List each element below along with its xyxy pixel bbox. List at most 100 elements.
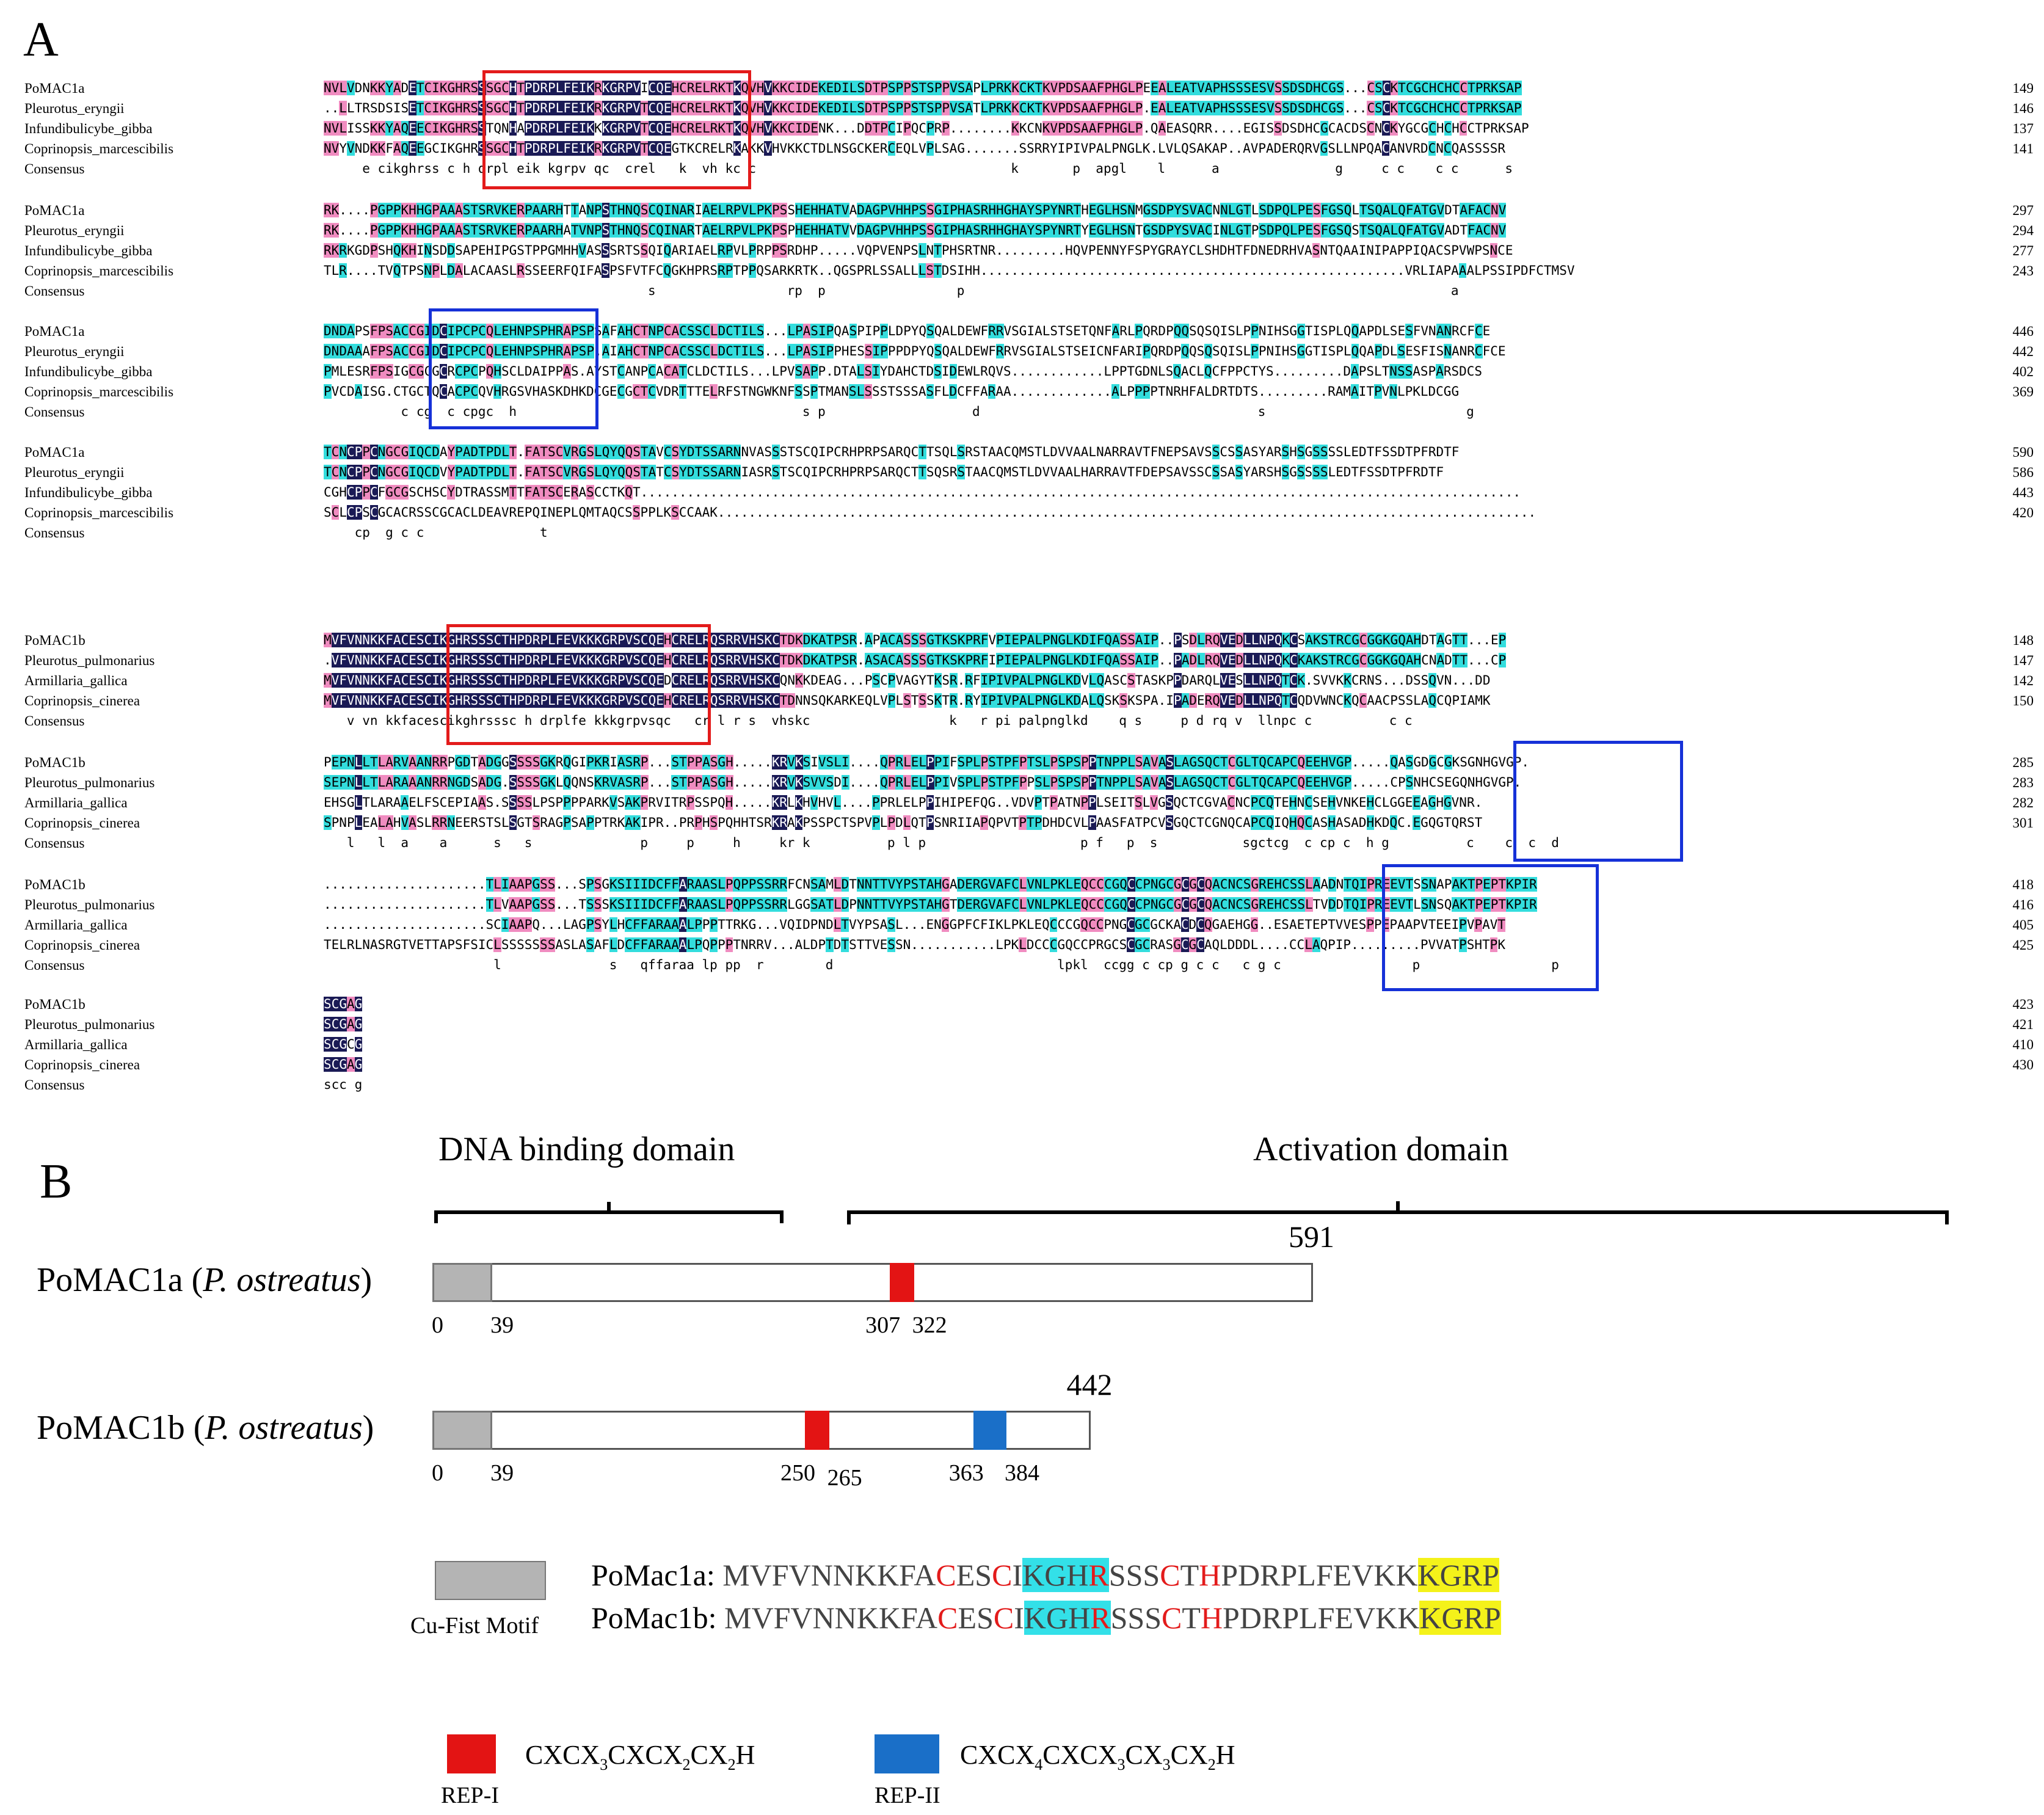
motif-residue-group: T xyxy=(1182,1601,1201,1635)
motif-residue-group: ES xyxy=(958,1601,994,1635)
sequence-end-position: 294 xyxy=(2012,223,2034,238)
sequence-end-position: 443 xyxy=(2012,485,2034,500)
sequence-row: RKRKGDPSHQKHINSDDSAPEHIPGSTPPGMHHVASSSRT… xyxy=(324,243,1513,258)
sequence-name: Coprinopsis_cinerea xyxy=(24,693,140,708)
sequence-row: DNDAPSFPSACCGIDCIPCPCQLEHNPSPHRAPSPSAFAH… xyxy=(324,324,1491,338)
motif-residue-group: SSS xyxy=(1108,1558,1160,1592)
sequence-row: SEPNLLTLARAAANRRNGDSADG.SSSSGKLQQNSKRVAS… xyxy=(324,775,1522,790)
sequence-name: Pleurotus_eryngii xyxy=(24,344,125,359)
protein-label: PoMAC1a (P. ostreatus) xyxy=(37,1261,373,1299)
cu-fist-segment xyxy=(432,1411,493,1450)
sequence-rows: PEPNLLTLARVAANRRPGDTADGGSSSSGKRQGIPKRIAS… xyxy=(324,752,1559,853)
sequence-name: Consensus xyxy=(24,525,85,540)
sequence-name: PoMAC1b xyxy=(24,633,85,648)
sequence-row: .....................TLIAAPGSS...SPSGKSI… xyxy=(324,877,1537,892)
sequence-name: Infundibulicybe_gibba xyxy=(24,485,153,500)
sequence-row: TLR....TVQTPSNPLDALACAASLRSSEERFQIFASPSF… xyxy=(324,263,1575,278)
sequence-name: Coprinopsis_marcescibilis xyxy=(24,384,174,399)
rep-ii-label: REP-II xyxy=(875,1783,940,1808)
sequence-name: PoMAC1a xyxy=(24,445,85,460)
sequence-end-position: 416 xyxy=(2012,897,2034,912)
sequence-name: Pleurotus_pulmonarius xyxy=(24,775,155,790)
cu-fist-segment xyxy=(432,1263,493,1302)
sequence-end-position: 148 xyxy=(2012,633,2034,648)
motif-sequence-name: PoMac1a: xyxy=(591,1558,723,1592)
sequence-name: Infundibulicybe_gibba xyxy=(24,121,153,136)
consensus-row: l s qffaraa lp pp r d lpkl ccgg c cp g c… xyxy=(324,958,1559,972)
sequence-name: Armillaria_gallica xyxy=(24,917,128,933)
sequence-row: EHSGLTLARAAELFSCEPIAAS.SSSSLPSPPPPARKVSA… xyxy=(324,795,1483,810)
sequence-row: TCNCPPCNGCGIQCDVYPADTPDLT.FATSCVRGSLQYQQ… xyxy=(324,465,1444,479)
sequence-name: Coprinopsis_cinerea xyxy=(24,937,140,953)
position-tick-label: 39 xyxy=(490,1312,514,1338)
sequence-end-position: 410 xyxy=(2012,1037,2034,1052)
panel-a-label: A xyxy=(23,13,59,67)
sequence-end-position: 150 xyxy=(2012,693,2034,708)
sequence-row: CGHCPPCFGCGSCHSCYDTRASSMTTFATSCERASCCTKQ… xyxy=(324,485,1521,500)
sequence-end-position: 590 xyxy=(2012,445,2034,460)
sequence-row: MVFVNNKKFACESCIKGHRSSSCTHPDRPLFEVKKKGRPV… xyxy=(324,693,1491,708)
sequence-name: Consensus xyxy=(24,161,85,176)
sequence-end-position: 146 xyxy=(2012,101,2034,116)
sequence-name: PoMAC1b xyxy=(24,755,85,770)
sequence-name: Pleurotus_pulmonarius xyxy=(24,653,155,668)
position-tick-label: 250 xyxy=(780,1460,815,1486)
motif-residue-group: ES xyxy=(956,1558,992,1592)
sequence-row: PMLESRFPSIGCGCGCRCPCPQHSCLDAIPPAS.AYSTCA… xyxy=(324,364,1483,379)
consensus-row: cp g c c t xyxy=(324,525,548,540)
sequence-name: Consensus xyxy=(24,1077,85,1093)
consensus-row: e cikghrss c h drpl eik kgrpv qc crel k … xyxy=(324,161,1513,176)
sequence-row: SCGAG xyxy=(324,1057,363,1072)
motif-residue-group: H xyxy=(1199,1558,1221,1592)
sequence-row: DNDAAAFPSACCGIDCIPCPCQLEHNPSPHRAPSP.AIAH… xyxy=(324,344,1506,358)
protein-bar xyxy=(432,1411,1091,1450)
motif-sequence-name: PoMac1b: xyxy=(591,1601,725,1635)
sequence-rows: .....................TLIAAPGSS...SPSGKSI… xyxy=(324,875,1559,975)
sequence-row: NVLISSKKYAQEECIKGHRSSTQNHAPDRPLFEIKKKGRP… xyxy=(324,121,1529,136)
sequence-name: Infundibulicybe_gibba xyxy=(24,243,153,258)
motif-residue-group: I xyxy=(1014,1601,1024,1635)
rep-i-label: REP-I xyxy=(441,1783,499,1808)
sequence-rows: MVFVNNKKFACESCIKGHRSSSCTHPDRPLFEVKKKGRPV… xyxy=(324,630,1507,731)
sequence-row: NVLVDNKKYADETCIKGHRSSSGCHTPDRPLFEIKRKGRP… xyxy=(324,81,1522,95)
sequence-name: PoMAC1b xyxy=(24,997,85,1012)
sequence-name: Infundibulicybe_gibba xyxy=(24,364,153,379)
motif-residue-group: KGRP xyxy=(1417,1558,1499,1592)
rep-ii-box-b xyxy=(1513,741,1683,862)
sequence-name: Coprinopsis_marcescibilis xyxy=(24,263,174,278)
protein-length: 442 xyxy=(1066,1367,1113,1402)
motif-sequence-line: PoMac1b: MVFVNNKKFACESCIKGHRSSSCTHPDRPLF… xyxy=(591,1600,1501,1635)
sequence-name: Pleurotus_eryngii xyxy=(24,101,125,116)
sequence-row: RK....PGPPKHHGPAAASTSRVKERPAARHATVNPSTHN… xyxy=(324,223,1507,238)
activation-domain-label: Activation domain xyxy=(1253,1130,1509,1168)
sequence-end-position: 446 xyxy=(2012,324,2034,339)
motif-residue-group: C xyxy=(992,1558,1013,1592)
sequence-end-position: 141 xyxy=(2012,141,2034,156)
sequence-end-position: 369 xyxy=(2012,384,2034,399)
cu-motif-box-a xyxy=(429,308,598,429)
sequence-name: Coprinopsis_marcescibilis xyxy=(24,505,174,520)
protein-label: PoMAC1b (P. ostreatus) xyxy=(37,1409,374,1447)
sequence-name: PoMAC1b xyxy=(24,877,85,892)
sequence-name: Pleurotus_pulmonarius xyxy=(24,1017,155,1032)
sequence-row: TELRLNASRGTVETTAPSFSICLSSSSSSSASLASAFLDC… xyxy=(324,937,1505,952)
sequence-name: Consensus xyxy=(24,958,85,973)
motif-residue-group: H xyxy=(1200,1601,1223,1635)
panel-b-label: B xyxy=(40,1155,73,1209)
sequence-end-position: 421 xyxy=(2012,1017,2034,1032)
sequence-row: .....................SCIAAPQ...LAGPSYLHC… xyxy=(324,917,1506,932)
sequence-name: Consensus xyxy=(24,713,85,729)
sequence-end-position: 149 xyxy=(2012,81,2034,96)
sequence-end-position: 430 xyxy=(2012,1057,2034,1072)
position-tick-label: 39 xyxy=(490,1460,514,1486)
cu-fist-label: Cu-Fist Motif xyxy=(410,1613,539,1639)
motif-residue-group: PDRPLFEVKK xyxy=(1221,1558,1418,1592)
